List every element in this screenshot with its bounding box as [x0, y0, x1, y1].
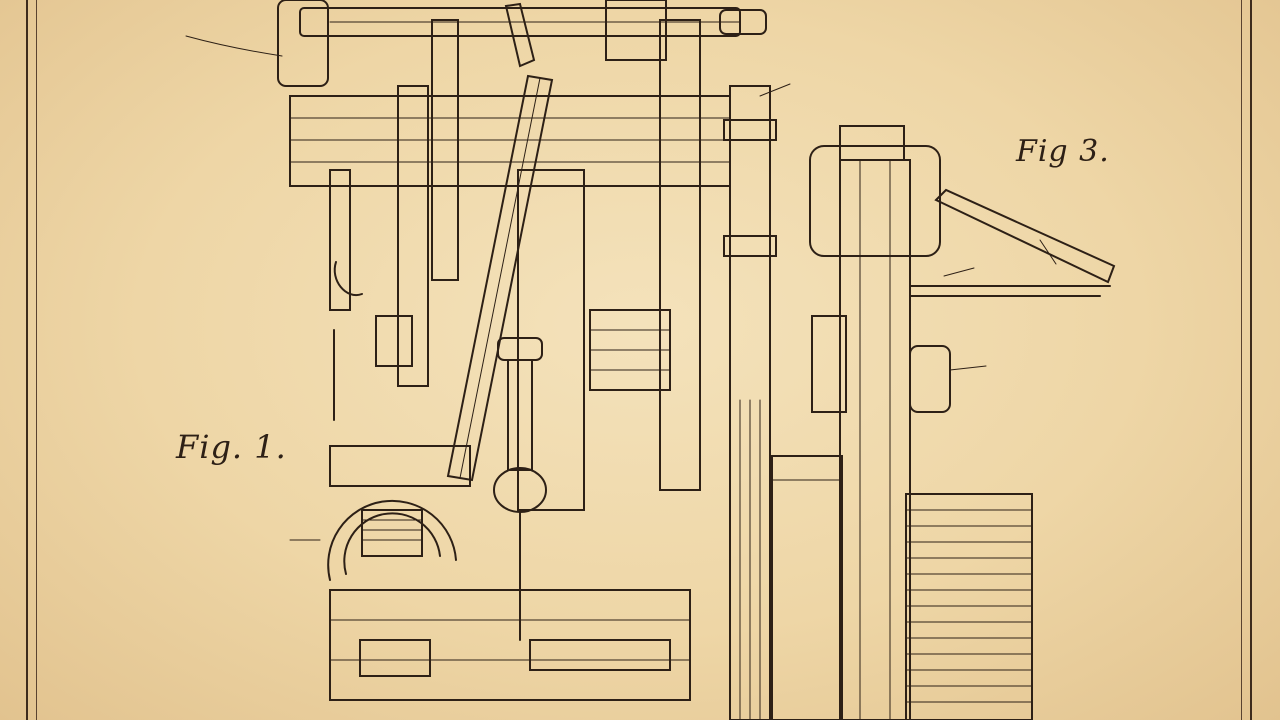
- lever-arm: [446, 2, 554, 482]
- leader-lines: [185, 35, 987, 541]
- outer-border: [26, 0, 1252, 720]
- inner-border: [36, 0, 1242, 720]
- figure-1-label: Fig. 1.: [176, 428, 287, 466]
- right-lower-block: [771, 455, 1033, 720]
- left-side-details: [329, 169, 691, 701]
- left-wheel: [327, 445, 471, 581]
- central-housing: [289, 0, 731, 491]
- pulley-housing: [809, 125, 951, 720]
- angled-rod: [909, 188, 1116, 297]
- right-vertical-shaft: [723, 85, 777, 720]
- central-column: [493, 169, 671, 641]
- figure-3-label: Fig 3.: [1016, 134, 1110, 169]
